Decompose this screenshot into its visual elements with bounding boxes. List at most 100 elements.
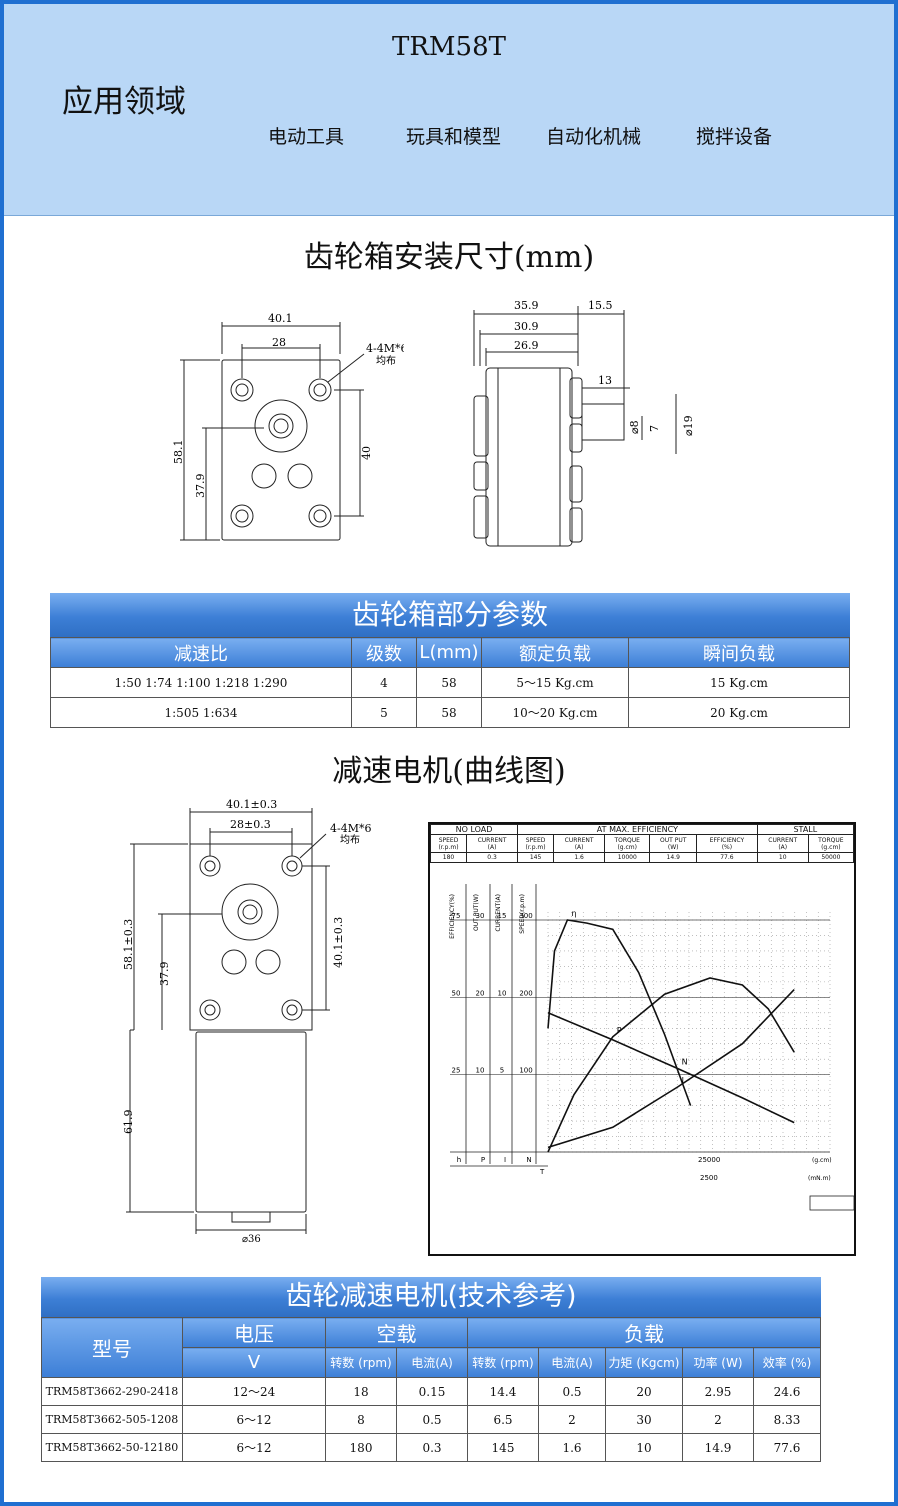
- table-cell: 14.4: [467, 1377, 539, 1406]
- chart-col-value: 10: [756, 852, 809, 863]
- axis-label: OUT PUT(W): [473, 894, 480, 931]
- dim-hole-spec: 4-4M*6: [330, 822, 371, 835]
- axis-tick: 20: [476, 989, 485, 997]
- table-cell: 0.15: [396, 1377, 468, 1406]
- table-cell: 1.6: [538, 1433, 606, 1462]
- section-title-curve: 减速电机(曲线图): [332, 754, 566, 789]
- table-row: 1:50 1:74 1:100 1:218 1:290 4 58 5～15 Kg…: [50, 667, 850, 698]
- axis-tick: 15: [498, 912, 507, 920]
- chart-col-header: TORQUE(g.cm): [807, 834, 855, 853]
- axis-tick: 300: [519, 912, 532, 920]
- dim-height-37-9: 37.9: [158, 962, 171, 987]
- col-header: 效率 (%): [753, 1347, 821, 1378]
- table-cell: 6～12: [182, 1433, 326, 1462]
- col-header: 电流(A): [396, 1347, 468, 1378]
- chart-group-header: AT MAX. EFFICIENCY: [517, 824, 758, 835]
- dim-height-37-9: 37.9: [194, 474, 207, 499]
- chart-col-header: EFFICIENCY(%): [696, 834, 758, 853]
- col-header: 转数 (rpm): [467, 1347, 539, 1378]
- dim-height-58-1: 58.1±0.3: [122, 919, 135, 970]
- dim-length-61-9: 61.9: [122, 1110, 135, 1135]
- dim-width-28: 28±0.3: [230, 818, 271, 831]
- table-cell: 180: [325, 1433, 397, 1462]
- chart-col-value: 1.6: [553, 852, 606, 863]
- col-header: 额定负载: [481, 637, 629, 668]
- header-banner: TRM58T 应用领域 电动工具 玩具和模型 自动化机械 搅拌设备: [4, 4, 894, 216]
- col-header: V: [182, 1347, 326, 1378]
- chart-col-headers: SPEED(r.p.m)CURRENT(A)SPEED(r.p.m)CURREN…: [429, 834, 855, 853]
- table-cell: 24.6: [753, 1377, 821, 1406]
- series-line-η: [547, 919, 692, 1106]
- motor-tech-table: 型号 电压 空载 负载 V 转数 (rpm) 电流(A) 转数 (rpm) 电流…: [41, 1317, 821, 1462]
- table-cell: TRM58T3662-290-2418: [41, 1377, 183, 1406]
- axis-symbol: N: [526, 1156, 531, 1164]
- axis-tick: 5: [500, 1067, 504, 1075]
- table-cell: 8: [325, 1405, 397, 1434]
- axis-tick: 10: [476, 1067, 485, 1075]
- dim-hole-spec: 4-4M*6: [366, 342, 404, 355]
- dim-depth-35-9: 35.9: [514, 299, 539, 312]
- dim-depth-15-5: 15.5: [588, 299, 613, 312]
- table-cell: 20 Kg.cm: [628, 697, 850, 728]
- chart-col-value: 14.9: [649, 852, 698, 863]
- dim-width-40-1: 40.1±0.3: [226, 798, 277, 811]
- table-cell: 10: [605, 1433, 683, 1462]
- motor-table-title: 齿轮减速电机(技术参考): [41, 1277, 821, 1317]
- col-header: 力矩 (Kgcm): [605, 1347, 683, 1378]
- table-cell: 30: [605, 1405, 683, 1434]
- x-tick: 2500: [700, 1174, 718, 1182]
- col-header: 瞬间负载: [628, 637, 850, 668]
- col-header: 电压: [182, 1317, 326, 1348]
- origin-label: T: [539, 1168, 545, 1176]
- table-cell: 12～24: [182, 1377, 326, 1406]
- dim-height-40: 40: [360, 446, 373, 460]
- application-item: 玩具和模型: [406, 126, 502, 148]
- dim-height-40-1: 40.1±0.3: [332, 917, 345, 968]
- series-line-I: [547, 989, 795, 1149]
- chart-col-header: SPEED(r.p.m): [429, 834, 468, 853]
- table-cell: 6～12: [182, 1405, 326, 1434]
- series-label: η: [571, 909, 576, 918]
- application-item: 电动工具: [268, 126, 345, 148]
- application-title: 应用领域: [62, 84, 186, 120]
- table-cell: 1:505 1:634: [50, 697, 352, 728]
- chart-col-value: 180: [429, 852, 468, 863]
- table-cell: 4: [351, 667, 417, 698]
- table-cell: 2: [682, 1405, 754, 1434]
- chart-col-header: CURRENT(A): [756, 834, 809, 853]
- col-header: L(mm): [416, 637, 482, 668]
- axis-symbol: I: [504, 1156, 506, 1164]
- table-cell: 58: [416, 667, 482, 698]
- table-cell: 2.95: [682, 1377, 754, 1406]
- axis-tick: 30: [476, 912, 485, 920]
- col-header: 功率 (W): [682, 1347, 754, 1378]
- axis-symbol: h: [457, 1156, 461, 1164]
- chart-col-header: CURRENT(A): [466, 834, 519, 853]
- motor-drawing: 40.1±0.3 28±0.3 4-4M*6 均布 58.1±0.3 37.9 …: [122, 798, 371, 1245]
- series-label: I: [682, 1076, 684, 1085]
- dim-depth-30-9: 30.9: [514, 320, 539, 333]
- dim-shaft-7: 7: [648, 425, 661, 432]
- table-cell: 1:50 1:74 1:100 1:218 1:290: [50, 667, 352, 698]
- dim-shaft-19: ⌀19: [682, 415, 695, 436]
- table-cell: 0.5: [396, 1405, 468, 1434]
- axis-label: EFFICIENCY(%): [449, 894, 456, 939]
- application-item: 自动化机械: [546, 126, 642, 148]
- chart-col-value: 145: [517, 852, 555, 863]
- gearbox-side-drawing: 35.9 15.5 30.9 26.9 13 7 ⌀8 ⌀19: [473, 299, 695, 547]
- col-header: 减速比: [50, 637, 352, 668]
- dim-shaft-13: 13: [598, 374, 612, 387]
- table-cell: 2: [538, 1405, 606, 1434]
- axis-tick: 10: [498, 989, 507, 997]
- chart-col-header: SPEED(r.p.m): [517, 834, 555, 853]
- title-block: [809, 1195, 854, 1211]
- performance-chart: NO LOAD AT MAX. EFFICIENCY STALL SPEED(r…: [428, 822, 856, 1256]
- chart-col-value: 0.3: [466, 852, 519, 863]
- table-cell: 77.6: [753, 1433, 821, 1462]
- chart-col-header: OUT PUT(W): [649, 834, 698, 853]
- col-header: 负载: [467, 1317, 821, 1348]
- table-cell: 145: [467, 1433, 539, 1462]
